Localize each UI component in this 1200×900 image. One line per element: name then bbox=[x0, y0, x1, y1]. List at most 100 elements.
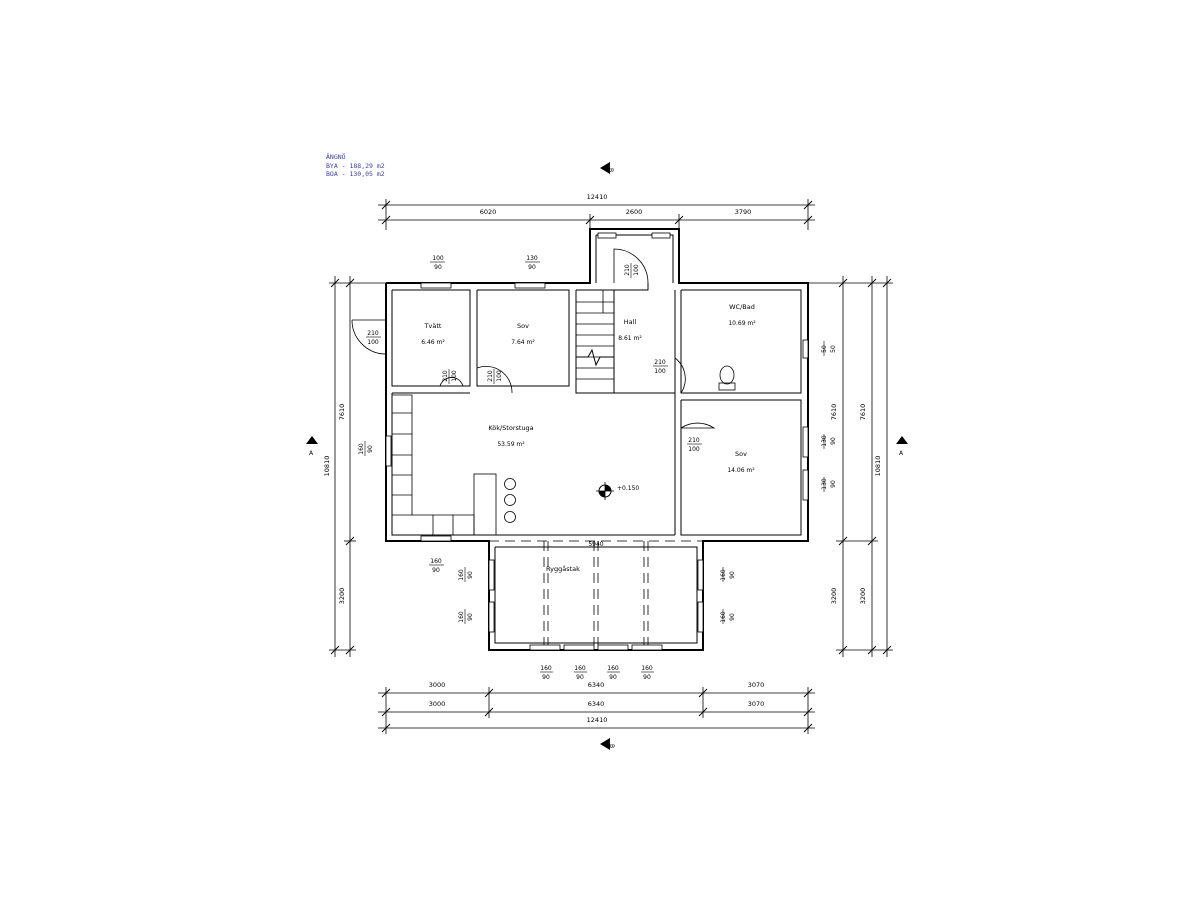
dim-right-outer2: 3200 bbox=[859, 588, 867, 605]
room-area: 14.06 m² bbox=[727, 467, 755, 474]
opening-label: 210 bbox=[442, 370, 449, 382]
opening-label: 160 bbox=[358, 443, 365, 455]
window bbox=[802, 339, 809, 359]
door-hall-wc bbox=[674, 357, 686, 394]
stool bbox=[504, 494, 516, 506]
opening-label: 100 bbox=[633, 264, 640, 276]
window bbox=[802, 469, 809, 501]
section-label-top: B bbox=[607, 168, 614, 172]
opening-label: 210 bbox=[487, 370, 494, 382]
room-area: 53.59 m² bbox=[497, 441, 525, 448]
room-area: 10.69 m² bbox=[728, 320, 756, 327]
level-value: +0.150 bbox=[617, 485, 639, 492]
window bbox=[488, 559, 495, 591]
opening-label: 100 bbox=[432, 255, 444, 262]
room-name: Sov bbox=[735, 450, 747, 458]
opening-label: 160 bbox=[574, 665, 586, 672]
section-label-bottom: B bbox=[608, 744, 615, 748]
room-name: Tvätt bbox=[424, 322, 442, 330]
opening-label: 160 bbox=[458, 611, 465, 623]
right-dimensions bbox=[808, 276, 893, 657]
kitchen-counter bbox=[392, 394, 497, 536]
opening-label: 100 bbox=[496, 370, 503, 382]
opening-label: 210 bbox=[688, 437, 700, 444]
door-entry bbox=[613, 248, 649, 284]
opening-label: 90 bbox=[609, 674, 617, 681]
opening-label: 50 bbox=[821, 345, 828, 353]
opening-label: 90 bbox=[528, 264, 536, 271]
opening-label: 210 bbox=[367, 330, 379, 337]
window bbox=[597, 232, 617, 239]
window bbox=[651, 232, 671, 239]
room-name: WC/Bad bbox=[729, 303, 755, 311]
room-area: 7.64 m² bbox=[511, 339, 535, 346]
window bbox=[420, 282, 452, 289]
section-label-left: A bbox=[309, 450, 314, 457]
dim-right-total: 10810 bbox=[874, 456, 882, 477]
stool bbox=[504, 478, 516, 490]
opening-label: 90 bbox=[367, 445, 374, 453]
opening-label: 90 bbox=[729, 613, 736, 621]
room-name: Sov bbox=[517, 322, 529, 330]
dim-left-total: 10810 bbox=[323, 456, 331, 477]
dim-bottom-r1-seg1: 3000 bbox=[429, 681, 446, 689]
roof-lines bbox=[489, 540, 703, 650]
project-info: ÄNGNÖ BYA - 188,29 m2 BOA - 130,05 m2 bbox=[326, 153, 385, 179]
dim-right-outer1: 7610 bbox=[859, 404, 867, 421]
opening-label: 160 bbox=[720, 611, 727, 623]
window bbox=[420, 535, 452, 542]
door-sov2 bbox=[680, 422, 716, 429]
top-dimensions bbox=[378, 199, 815, 230]
room-area: 6.46 m² bbox=[421, 339, 445, 346]
opening-label: 130 bbox=[526, 255, 538, 262]
opening-label: 90 bbox=[432, 567, 440, 574]
bottom-dimensions bbox=[378, 687, 815, 734]
opening-label: 90 bbox=[830, 480, 837, 488]
level-marker-icon bbox=[596, 482, 614, 500]
opening-label: 90 bbox=[434, 264, 442, 271]
staircase bbox=[576, 290, 614, 380]
section-marker-left: A bbox=[306, 436, 318, 457]
window bbox=[697, 601, 704, 633]
opening-label: 100 bbox=[654, 368, 666, 375]
dim-bottom-r1-seg3: 3070 bbox=[748, 681, 765, 689]
dim-bottom-r2-seg1: 3000 bbox=[429, 700, 446, 708]
door-west bbox=[351, 319, 387, 355]
opening-label: 90 bbox=[643, 674, 651, 681]
room-name: Kök/Storstuga bbox=[488, 424, 533, 432]
project-bya: BYA - 188,29 m2 bbox=[326, 161, 385, 170]
opening-label: 90 bbox=[467, 571, 474, 579]
opening-label: 90 bbox=[830, 437, 837, 445]
windows bbox=[385, 232, 809, 651]
opening-label: 90 bbox=[542, 674, 550, 681]
dim-top-seg3: 3790 bbox=[735, 208, 752, 216]
opening-label: 130 bbox=[821, 435, 828, 447]
window bbox=[529, 644, 561, 651]
section-label-right: A bbox=[899, 450, 904, 457]
project-name: ÄNGNÖ bbox=[326, 153, 346, 161]
opening-label: 100 bbox=[367, 339, 379, 346]
dim-right-seg2: 3200 bbox=[830, 588, 838, 605]
dim-left-seg2: 3200 bbox=[338, 588, 346, 605]
door-tvatt bbox=[439, 377, 464, 387]
section-marker-bottom: B bbox=[600, 738, 615, 750]
dim-bottom-r1-seg2: 6340 bbox=[588, 681, 605, 689]
window bbox=[697, 559, 704, 591]
opening-label: 160 bbox=[540, 665, 552, 672]
room-area: 8.61 m² bbox=[618, 335, 642, 342]
window bbox=[631, 644, 663, 651]
opening-label: 130 bbox=[821, 478, 828, 490]
section-marker-top: B bbox=[600, 162, 614, 174]
dim-bottom-r2-seg3: 3070 bbox=[748, 700, 765, 708]
opening-label: 160 bbox=[458, 569, 465, 581]
opening-label: 90 bbox=[729, 571, 736, 579]
opening-label: 210 bbox=[654, 359, 666, 366]
toilet bbox=[718, 365, 736, 391]
opening-label: 160 bbox=[607, 665, 619, 672]
dim-bottom-total: 12410 bbox=[587, 716, 608, 724]
opening-label: 100 bbox=[688, 446, 700, 453]
dim-top-seg2: 2600 bbox=[626, 208, 643, 216]
opening-label: 160 bbox=[641, 665, 653, 672]
stool bbox=[504, 511, 516, 523]
